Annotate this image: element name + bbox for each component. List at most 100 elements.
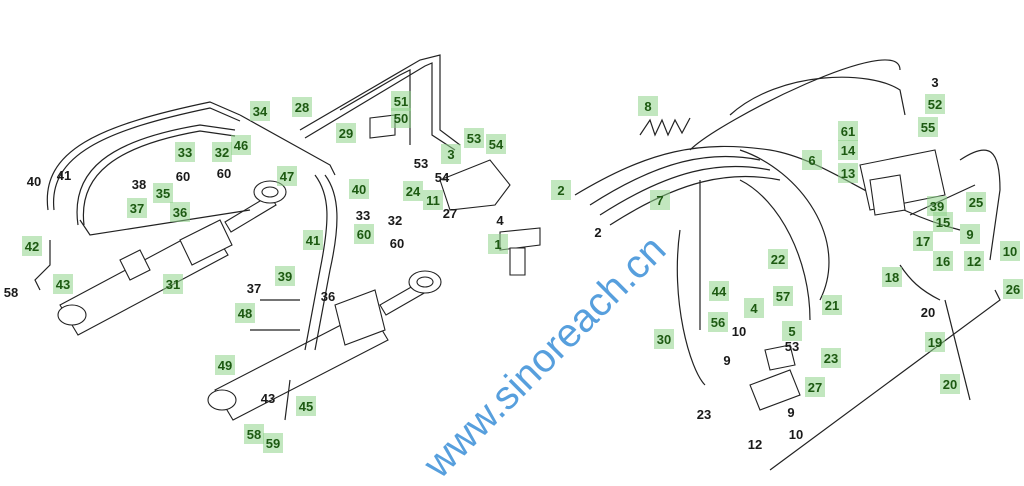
callout-19: 19	[928, 335, 942, 350]
callout-51: 51	[394, 94, 408, 109]
callout-44: 44	[712, 284, 727, 299]
callout-highlight	[913, 231, 933, 251]
callout-47: 47	[280, 169, 294, 184]
callout-48: 48	[238, 306, 252, 321]
callout-highlight	[768, 249, 788, 269]
callout-39: 39	[278, 269, 292, 284]
callout-33: 33	[178, 145, 192, 160]
callout-highlight	[1003, 279, 1023, 299]
callout-4: 4	[750, 301, 758, 316]
callout-13: 13	[841, 166, 855, 181]
callout-highlight	[303, 230, 323, 250]
callout-50: 50	[394, 111, 408, 126]
callout-32: 32	[215, 145, 229, 160]
callout-45: 45	[299, 399, 313, 414]
callout-43: 43	[56, 277, 70, 292]
callout-32: 32	[388, 213, 402, 228]
callout-9: 9	[966, 227, 973, 242]
callout-highlight	[441, 144, 461, 164]
callout-53: 53	[785, 339, 799, 354]
callout-highlight	[838, 140, 858, 160]
callout-36: 36	[173, 205, 187, 220]
steering-cylinder-right	[207, 270, 442, 421]
hoses-and-parts	[34, 54, 1001, 471]
callout-40: 40	[352, 182, 366, 197]
callout-37: 37	[247, 281, 261, 296]
callout-46: 46	[234, 138, 248, 153]
callout-highlight	[650, 190, 670, 210]
callout-34: 34	[253, 104, 268, 119]
callout-28: 28	[295, 100, 309, 115]
callout-highlight	[960, 224, 980, 244]
callout-3: 3	[447, 147, 454, 162]
callout-highlight	[822, 295, 842, 315]
callout-15: 15	[936, 215, 950, 230]
callout-highlight	[488, 234, 508, 254]
callout-highlight	[215, 355, 235, 375]
callout-10: 10	[789, 427, 803, 442]
callout-highlight	[805, 377, 825, 397]
callout-highlight	[127, 198, 147, 218]
callout-56: 56	[711, 315, 725, 330]
callout-20: 20	[943, 377, 957, 392]
callout-highlight	[708, 312, 728, 332]
callout-highlight	[53, 274, 73, 294]
callout-9: 9	[723, 353, 730, 368]
callout-8: 8	[644, 99, 651, 114]
callout-highlight	[153, 183, 173, 203]
callout-highlight	[773, 286, 793, 306]
callout-27: 27	[808, 380, 822, 395]
steering-cylinder-left	[57, 180, 287, 336]
callout-highlight	[744, 298, 764, 318]
callout-24: 24	[406, 184, 421, 199]
callout-14: 14	[841, 143, 856, 158]
callout-highlight	[709, 281, 729, 301]
callout-highlight	[838, 121, 858, 141]
callout-35: 35	[156, 186, 170, 201]
callout-58: 58	[247, 427, 261, 442]
callout-12: 12	[748, 437, 762, 452]
callout-highlight	[292, 97, 312, 117]
callout-54: 54	[489, 137, 504, 152]
callout-31: 31	[166, 277, 180, 292]
callout-highlight	[235, 303, 255, 323]
callout-highlight	[231, 135, 251, 155]
callout-highlight	[175, 142, 195, 162]
callout-highlight	[925, 332, 945, 352]
callout-highlight	[275, 266, 295, 286]
callout-highlight	[296, 396, 316, 416]
callout-38: 38	[132, 177, 146, 192]
callout-36: 36	[321, 289, 335, 304]
callout-highlight	[464, 128, 484, 148]
callout-highlight	[933, 251, 953, 271]
callout-3: 3	[931, 75, 938, 90]
callout-61: 61	[841, 124, 855, 139]
callout-6: 6	[808, 153, 815, 168]
callout-highlight	[163, 274, 183, 294]
callout-21: 21	[825, 298, 839, 313]
callout-highlight	[918, 117, 938, 137]
callout-highlight	[349, 179, 369, 199]
callout-42: 42	[25, 239, 39, 254]
callout-26: 26	[1006, 282, 1020, 297]
callout-29: 29	[339, 126, 353, 141]
watermark-text: www.sinoreach.cn	[415, 227, 675, 486]
callout-highlight	[802, 150, 822, 170]
callout-41: 41	[306, 233, 320, 248]
callout-2: 2	[594, 225, 601, 240]
callout-highlight	[22, 236, 42, 256]
callout-23: 23	[697, 407, 711, 422]
callout-10: 10	[1003, 244, 1017, 259]
callout-41: 41	[57, 168, 71, 183]
callout-highlight	[821, 348, 841, 368]
callout-58: 58	[4, 285, 18, 300]
callout-highlight	[263, 433, 283, 453]
callout-60: 60	[217, 166, 231, 181]
callout-60: 60	[390, 236, 404, 251]
callout-33: 33	[356, 208, 370, 223]
callout-5: 5	[788, 324, 795, 339]
callout-54: 54	[435, 170, 450, 185]
callout-highlight	[940, 374, 960, 394]
